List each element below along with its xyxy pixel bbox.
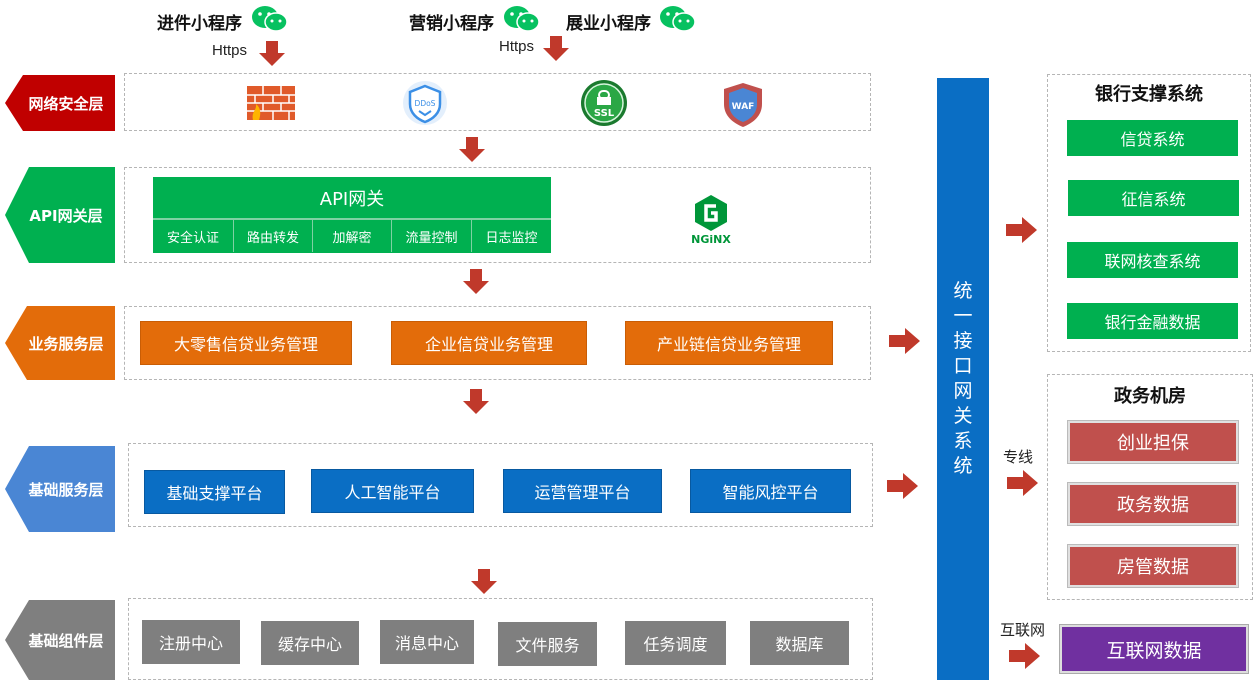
gov-entrepreneur-guarantee: 创业担保 xyxy=(1068,421,1238,463)
bank-systems-title: 银行支撑系统 xyxy=(1095,84,1203,105)
layer-tag-component: 基础组件层 xyxy=(5,600,115,680)
svg-text:DDoS: DDoS xyxy=(415,99,436,108)
component-file-service: 文件服务 xyxy=(498,622,597,666)
business-supply-chain-credit: 产业链信贷业务管理 xyxy=(625,321,833,365)
unified-gateway-bar: 统 一 接 口 网 关 系 统 xyxy=(937,78,989,680)
internet-label: 互联网 xyxy=(1000,621,1046,639)
app-title-marketing: 营销小程序 xyxy=(409,14,494,34)
app-title-expansion: 展业小程序 xyxy=(566,14,651,34)
foundation-ai-platform: 人工智能平台 xyxy=(311,469,474,513)
foundation-support-platform: 基础支撑平台 xyxy=(144,470,285,514)
waf-icon: WAF xyxy=(724,83,762,127)
bank-identity-check-system: 联网核查系统 xyxy=(1067,242,1238,278)
svg-text:NGiNX: NGiNX xyxy=(691,233,731,245)
api-gateway-divider xyxy=(153,218,551,220)
layer-tag-business: 业务服务层 xyxy=(5,306,115,380)
gateway-item-auth: 安全认证 xyxy=(166,230,219,246)
gateway-char: 网 xyxy=(953,380,973,402)
ddos-icon: DDoS xyxy=(403,81,447,125)
business-enterprise-credit: 企业信贷业务管理 xyxy=(391,321,587,365)
component-cache: 缓存中心 xyxy=(261,621,359,665)
bank-financial-data: 银行金融数据 xyxy=(1067,303,1238,339)
wechat-icon xyxy=(660,6,696,32)
ssl-icon: SSL xyxy=(581,80,627,126)
app-title-intake: 进件小程序 xyxy=(157,14,242,34)
gateway-char: 系 xyxy=(953,430,973,452)
https-label: Https xyxy=(499,38,535,55)
right-arrow-icon xyxy=(1009,643,1040,669)
gateway-char: 一 xyxy=(953,305,973,327)
layer-tag-foundation: 基础服务层 xyxy=(5,446,115,532)
business-retail-credit: 大零售信贷业务管理 xyxy=(140,321,352,365)
down-arrow-icon xyxy=(543,36,569,61)
svg-text:WAF: WAF xyxy=(732,102,755,112)
layer-tag-network: 网络安全层 xyxy=(5,75,115,131)
https-label: Https xyxy=(212,42,248,59)
down-arrow-icon xyxy=(459,137,485,162)
gov-affairs-data: 政务数据 xyxy=(1068,483,1238,525)
layer-tag-api: API网关层 xyxy=(5,167,115,263)
api-gateway-title: API网关 xyxy=(319,189,385,210)
gateway-item-routing: 路由转发 xyxy=(233,220,312,252)
gateway-char: 统 xyxy=(953,455,973,477)
gateway-char: 关 xyxy=(953,405,973,427)
bank-credit-report-system: 征信系统 xyxy=(1068,180,1239,216)
wechat-icon xyxy=(252,6,288,32)
gateway-item-traffic: 流量控制 xyxy=(391,220,471,252)
component-database: 数据库 xyxy=(750,621,849,665)
firewall-icon xyxy=(247,86,295,120)
right-arrow-icon xyxy=(889,328,920,354)
gov-datacenter-title: 政务机房 xyxy=(1114,386,1186,407)
down-arrow-icon xyxy=(471,569,497,594)
gateway-item-logging: 日志监控 xyxy=(471,220,551,252)
right-arrow-icon xyxy=(887,473,918,499)
component-scheduler: 任务调度 xyxy=(625,621,726,665)
foundation-operations-platform: 运营管理平台 xyxy=(503,469,662,513)
dedicated-line-label: 专线 xyxy=(1003,448,1034,466)
svg-text:SSL: SSL xyxy=(594,108,615,119)
down-arrow-icon xyxy=(463,269,489,294)
foundation-risk-platform: 智能风控平台 xyxy=(690,469,851,513)
bank-credit-system: 信贷系统 xyxy=(1067,120,1238,156)
down-arrow-icon xyxy=(463,389,489,414)
gov-housing-data: 房管数据 xyxy=(1068,545,1238,587)
internet-data: 互联网数据 xyxy=(1060,625,1248,673)
wechat-icon xyxy=(504,6,540,32)
component-registry: 注册中心 xyxy=(142,620,240,664)
right-arrow-icon xyxy=(1007,470,1038,496)
gateway-item-crypto: 加解密 xyxy=(312,220,391,252)
gateway-char: 口 xyxy=(953,355,973,377)
api-gateway-box: API网关 安全认证 路由转发 加解密 流量控制 日志监控 xyxy=(153,177,551,253)
nginx-logo-icon: NGiNX xyxy=(691,195,731,245)
gateway-char: 接 xyxy=(953,330,973,352)
right-arrow-icon xyxy=(1006,217,1037,243)
down-arrow-icon xyxy=(259,41,285,66)
component-message: 消息中心 xyxy=(380,620,474,664)
gateway-char: 统 xyxy=(953,280,973,302)
